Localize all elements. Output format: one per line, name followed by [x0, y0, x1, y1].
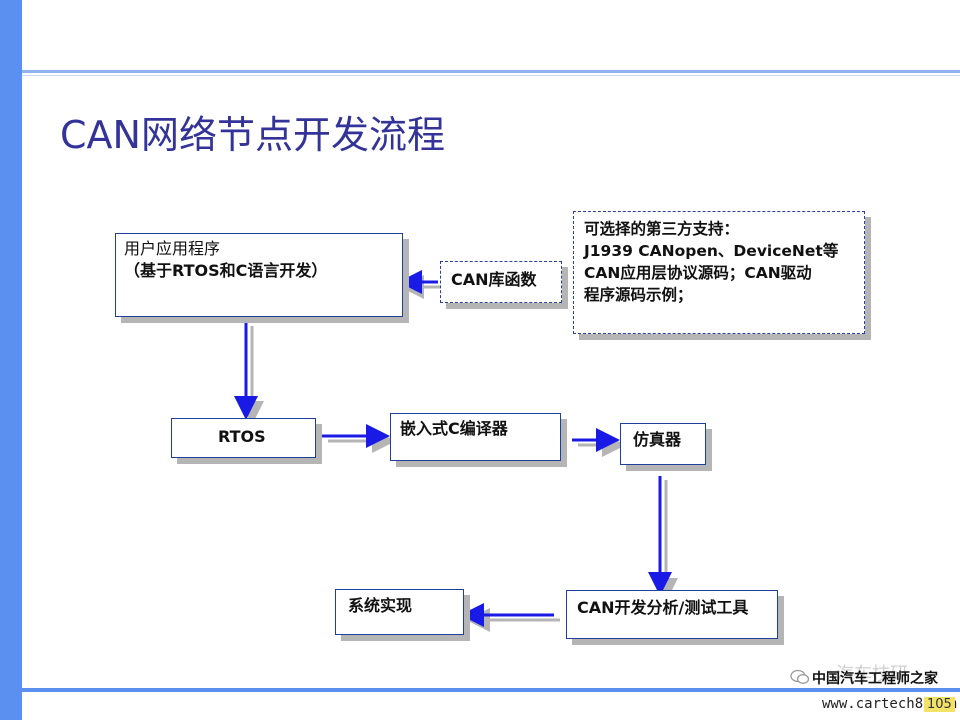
- system-box: 系统实现: [335, 589, 464, 635]
- page-number: 105: [924, 697, 955, 712]
- watermark-faint-text: 汽车技研: [836, 664, 908, 685]
- compiler-box: 嵌入式C编译器: [390, 413, 561, 461]
- watermark-site: www.cartech8.com: [822, 696, 957, 712]
- user-app-subtitle: （基于RTOS和C语言开发）: [124, 261, 328, 280]
- left-accent-bar: [0, 0, 22, 720]
- header-rule: [22, 70, 960, 73]
- header-rule-thin: [22, 75, 960, 76]
- third-party-line-3: CAN应用层协议源码；CAN驱动: [584, 264, 812, 282]
- can-lib-box: CAN库函数: [440, 261, 562, 303]
- user-app-box: 用户应用程序 （基于RTOS和C语言开发）: [115, 233, 403, 317]
- slide-title: CAN网络节点开发流程: [60, 113, 445, 157]
- third-party-box: 可选择的第三方支持： J1939 CANopen、DeviceNet等 CAN应…: [573, 211, 865, 334]
- third-party-line-4: 程序源码示例；: [584, 286, 693, 304]
- user-app-title: 用户应用程序: [124, 239, 221, 258]
- watermark-logo: 中国汽车工程师之家: [812, 671, 938, 687]
- third-party-line-2: J1939 CANopen、DeviceNet等: [584, 242, 839, 260]
- third-party-line-1: 可选择的第三方支持：: [584, 220, 740, 238]
- rtos-box: RTOS: [171, 418, 316, 458]
- wechat-logo-icon: [790, 669, 810, 684]
- footer-rule: [22, 688, 960, 692]
- emulator-box: 仿真器: [620, 423, 706, 465]
- can-tools-box: CAN开发分析/测试工具: [566, 590, 778, 639]
